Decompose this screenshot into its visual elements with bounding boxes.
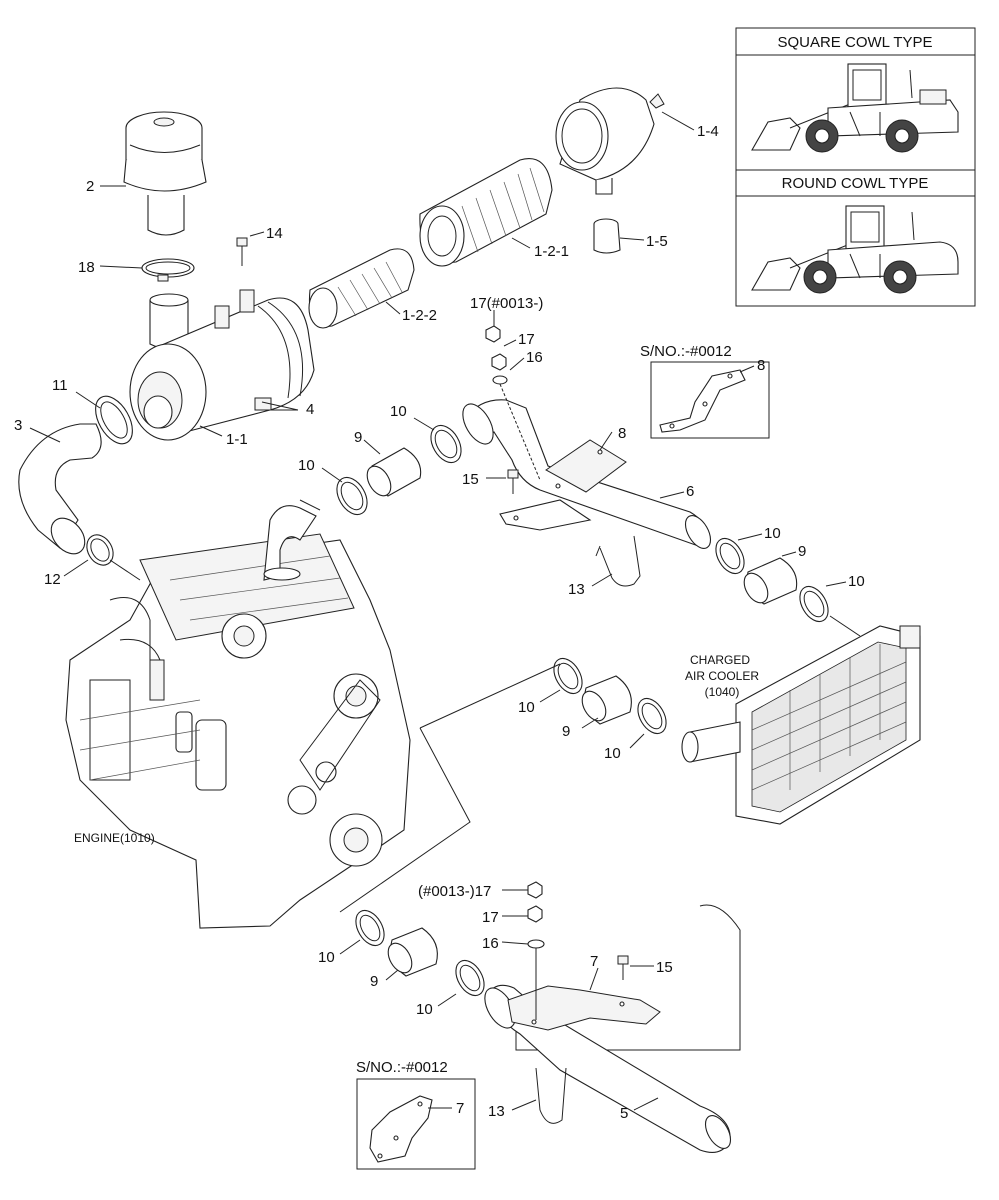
- callout-10-lower-right: 10: [416, 1001, 433, 1018]
- hose-9-upper: [366, 447, 422, 497]
- nut-washer-upper: [485, 325, 541, 481]
- callout-17-0013-lower: (#0013-)17: [418, 883, 491, 900]
- callout-1-2-2: 1-2-2: [402, 307, 437, 324]
- hose-9-lower: [387, 927, 438, 977]
- clamp-10-right-lower: [799, 585, 829, 623]
- callout-9-cooler: 9: [562, 723, 570, 740]
- engine-label: ENGINE(1010): [74, 831, 155, 845]
- callout-10-cooler-top: 10: [518, 699, 535, 716]
- clamp-10-upper-left: [336, 476, 368, 516]
- u-bolt-13-lower: [535, 1067, 567, 1124]
- serial-box-upper-part: 8: [757, 357, 765, 374]
- square-cowl-title: SQUARE COWL TYPE: [777, 34, 932, 51]
- callout-9-upper: 9: [354, 429, 362, 446]
- serial-box-upper: S/NO.:-#0012 8: [640, 343, 770, 439]
- leader-lines: [29, 111, 847, 1111]
- hose-9-right: [743, 557, 798, 605]
- callout-15-upper: 15: [462, 471, 479, 488]
- engine-drawing: [65, 505, 411, 929]
- callout-5: 5: [620, 1105, 628, 1122]
- hose-3: [18, 423, 102, 555]
- callout-labels: 1-4 2 14 18 1-2-1 1-5 1-2-2 17(#0013-) 1…: [14, 123, 865, 1122]
- callout-13-upper: 13: [568, 581, 585, 598]
- serial-box-lower-part: 7: [456, 1100, 464, 1117]
- callout-16-lower: 16: [482, 935, 499, 952]
- callout-10-upper-left: 10: [298, 457, 315, 474]
- u-bolt-13-upper: [595, 535, 641, 587]
- bracket-7: [507, 985, 661, 1031]
- wheel-loader-square-cowl-icon: [751, 63, 959, 153]
- callout-11: 11: [52, 377, 68, 394]
- precleaner-part: [123, 111, 207, 236]
- callout-9-right: 9: [798, 543, 806, 560]
- callout-1-5: 1-5: [646, 233, 668, 250]
- bolt-15-upper: [507, 469, 519, 494]
- clamp-12: [86, 534, 114, 566]
- clamp-10-lower-right: [455, 959, 485, 997]
- wheel-loader-round-cowl-icon: [751, 205, 959, 294]
- callout-6: 6: [686, 483, 694, 500]
- callout-8: 8: [618, 425, 626, 442]
- inner-element-1-2-2: [308, 248, 415, 329]
- callout-4: 4: [306, 401, 314, 418]
- callout-12: 12: [44, 571, 61, 588]
- callout-3: 3: [14, 417, 22, 434]
- callout-10-cooler-bottom: 10: [604, 745, 621, 762]
- cover-1-4: [555, 87, 665, 195]
- cooler-label-line1: CHARGED: [690, 653, 750, 667]
- callout-1-1: 1-1: [226, 431, 248, 448]
- serial-box-lower-title: S/NO.:-#0012: [356, 1059, 448, 1076]
- callout-17-upper: 17: [518, 331, 535, 348]
- callout-10-upper-mid: 10: [390, 403, 407, 420]
- air-cleaner-drawing: [123, 87, 665, 441]
- pipe-6: [462, 399, 712, 549]
- callout-10-lower-left: 10: [318, 949, 335, 966]
- callout-1-4: 1-4: [697, 123, 719, 140]
- hose-9-cooler: [581, 675, 632, 725]
- clamp-10-cooler-bottom: [637, 697, 667, 735]
- cooler-label-line3: (1040): [705, 685, 740, 699]
- clamp-10-upper-right: [715, 537, 745, 575]
- serial-box-lower: S/NO.:-#0012 7: [356, 1059, 476, 1170]
- callout-17-lower: 17: [482, 909, 499, 926]
- serial-box-upper-title: S/NO.:-#0012: [640, 343, 732, 360]
- callout-9-lower: 9: [370, 973, 378, 990]
- clamp-10-lower-left: [355, 909, 385, 947]
- callout-1-2-1: 1-2-1: [534, 243, 569, 260]
- callout-15-lower: 15: [656, 959, 673, 976]
- clamp-10-upper-mid: [430, 424, 462, 464]
- cowl-type-inset: SQUARE COWL TYPE ROUND COWL TYPE: [735, 27, 976, 307]
- outer-element-1-2-1: [419, 158, 553, 267]
- callout-13-lower: 13: [488, 1103, 505, 1120]
- callout-14: 14: [266, 225, 283, 242]
- round-cowl-title: ROUND COWL TYPE: [782, 175, 929, 192]
- clamp-18: [141, 258, 195, 282]
- bolt-14: [236, 237, 248, 266]
- bracket-8: [499, 439, 627, 531]
- callout-10-upper-right: 10: [764, 525, 781, 542]
- clamp-11: [95, 395, 133, 445]
- cooler-label-line2: AIR COOLER: [685, 669, 759, 683]
- callout-18: 18: [78, 259, 95, 276]
- callout-2: 2: [86, 178, 94, 195]
- callout-10-right-lower: 10: [848, 573, 865, 590]
- callout-16-upper: 16: [526, 349, 543, 366]
- callout-17-0013: 17(#0013-): [470, 295, 543, 312]
- clamp-10-cooler-top: [553, 657, 583, 695]
- valve-1-5: [593, 218, 621, 254]
- callout-7: 7: [590, 953, 598, 970]
- bolt-15-lower: [617, 955, 629, 980]
- charge-air-cooler-drawing: [681, 625, 921, 825]
